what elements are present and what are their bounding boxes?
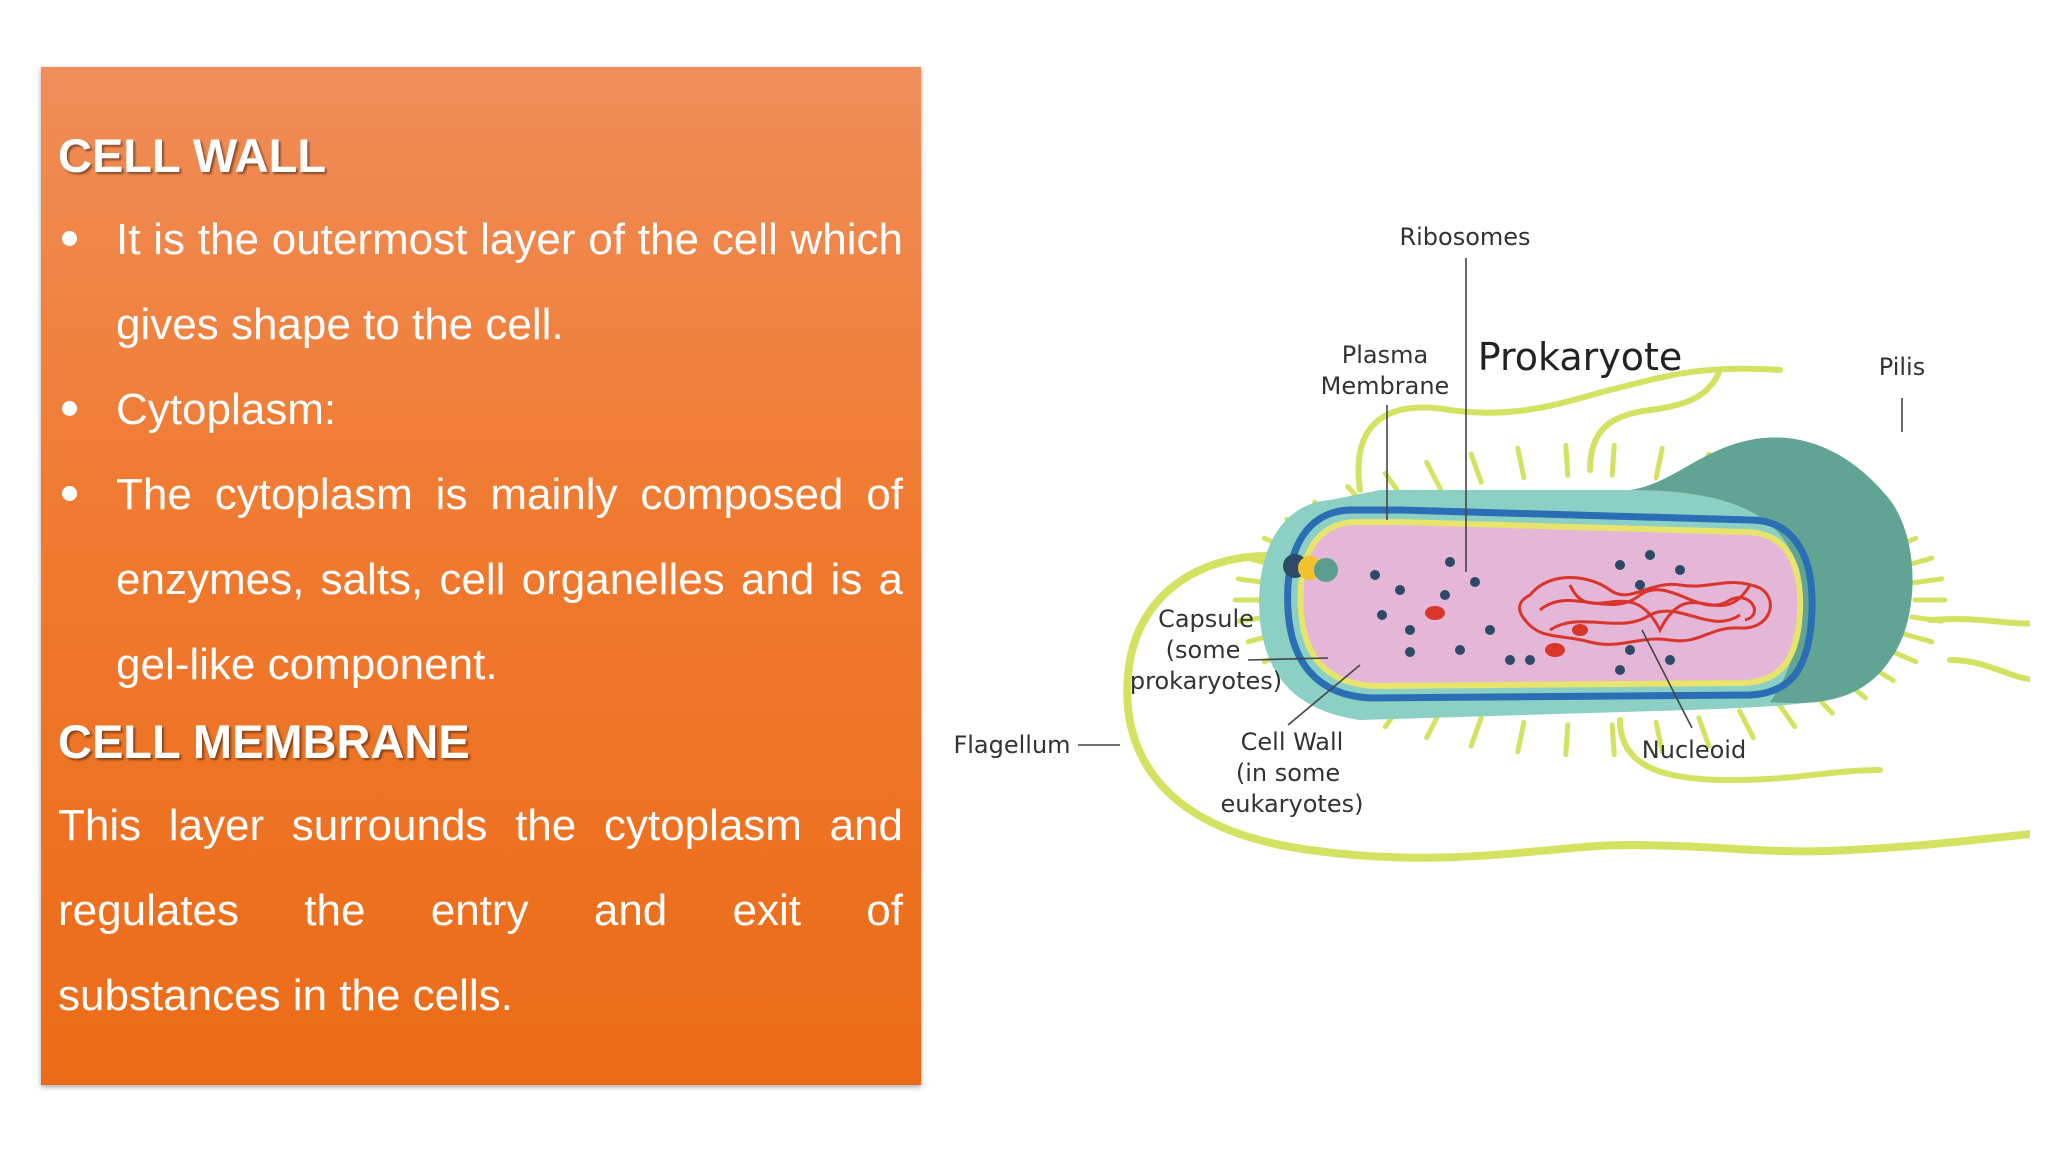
flagellum-shape: [1123, 552, 2030, 862]
nucleoid-leader: [1641, 629, 1693, 729]
capsule-dark-region: [1630, 437, 1913, 704]
plasma-membrane-label: Membrane: [1321, 372, 1450, 400]
pilus-icon: [1609, 442, 1617, 478]
pilus-icon: [1774, 699, 1798, 730]
pilus-icon: [1563, 442, 1571, 478]
bullet-text: The cytoplasm is mainly composed of enzy…: [116, 470, 903, 689]
cell-wall-leader: [1287, 664, 1361, 726]
ribosome-icon: [1455, 645, 1465, 655]
ribosome-icon: [1635, 580, 1645, 590]
flagellum-label: Flagellum: [953, 731, 1070, 759]
ribosome-icon: [1525, 655, 1535, 665]
pilus-icon: [1696, 715, 1712, 749]
ribosome-icon: [1405, 625, 1415, 635]
capsule-label: (some: [1166, 636, 1241, 664]
diagram-title: Prokaryote: [1478, 335, 1683, 379]
ribosome-icon: [1445, 557, 1455, 567]
ribosome-icon: [1485, 625, 1495, 635]
pilus-icon: [1424, 459, 1443, 492]
pilus-icon: [1515, 445, 1527, 481]
bullet-text: Cytoplasm:: [116, 385, 337, 434]
pilus-icon: [1468, 451, 1484, 485]
pilus-icon: [1909, 576, 1945, 586]
cell-membrane-heading: CELL MEMBRANE: [58, 715, 470, 768]
bullet-item: It is the outermost layer of the cell wh…: [58, 197, 903, 367]
ribosome-icon: [1665, 655, 1675, 665]
pilis-label: Pilis: [1879, 353, 1925, 381]
capsule-label: prokaryotes): [1130, 667, 1282, 695]
ribosome-icon: [1440, 590, 1450, 600]
nucleoid-shape: [1518, 576, 1772, 646]
pilus-icon: [1563, 722, 1571, 758]
ribosome-icon: [1405, 647, 1415, 657]
cell-membrane-paragraph: This layer surrounds the cytoplasm and r…: [58, 783, 903, 1038]
pilus-icon: [1653, 719, 1665, 755]
pilus-icon: [1909, 614, 1945, 624]
paragraph-line: regulates the entry and exit of: [58, 886, 903, 935]
ribosome-icon: [1370, 570, 1380, 580]
bullet-item: The cytoplasm is mainly composed of enzy…: [58, 452, 903, 707]
ribosome-group: [1370, 550, 1685, 675]
ribosome-icon: [1615, 665, 1625, 675]
pilus-icon: [1515, 719, 1527, 755]
pilus-icon: [1609, 722, 1617, 758]
ribosome-icon: [1645, 550, 1655, 560]
cell-wall-heading: CELL WALL: [58, 129, 327, 182]
ribosome-icon: [1505, 655, 1515, 665]
plasma-membrane-label: Plasma: [1342, 341, 1428, 369]
cell-wall-label: (in some: [1236, 759, 1340, 787]
paragraph-line: substances in the cells.: [58, 971, 513, 1020]
plasmid-group: [1425, 606, 1588, 657]
cell-wall-label: eukaryotes): [1221, 790, 1364, 818]
paragraph-line: This layer surrounds the cytoplasm and: [58, 801, 903, 850]
cell-wall-label: Cell Wall: [1241, 728, 1344, 756]
prokaryote-diagram: Ribosomes Plasma Membrane Prokaryote Pil…: [953, 223, 2030, 862]
ribosome-icon: [1395, 585, 1405, 595]
ribosomes-label: Ribosomes: [1399, 223, 1530, 251]
nucleoid-label: Nucleoid: [1642, 736, 1746, 764]
pilus-icon: [1653, 445, 1665, 481]
ribosome-icon: [1615, 560, 1625, 570]
capsule-leader: [1247, 657, 1329, 661]
ribosome-icon: [1470, 577, 1480, 587]
capsule-label: Capsule: [1158, 605, 1254, 633]
pilus-icon: [1737, 708, 1756, 741]
bullet-icon: [62, 401, 77, 416]
bullet-text: It is the outermost layer of the cell wh…: [116, 215, 903, 349]
cell-wall-bullet-list: It is the outermost layer of the cell wh…: [58, 197, 903, 707]
pili-group: [1355, 365, 2030, 784]
bullet-icon: [62, 231, 77, 246]
bullet-item: Cytoplasm:: [58, 367, 903, 452]
ribosome-icon: [1377, 610, 1387, 620]
ribosome-icon: [1625, 645, 1635, 655]
bullet-icon: [62, 486, 77, 501]
pore-icon: [1314, 558, 1338, 582]
text-panel: CELL WALL It is the outermost layer of t…: [41, 67, 921, 1085]
ribosome-icon: [1675, 565, 1685, 575]
pilus-icon: [1468, 715, 1484, 749]
pilus-icon: [1900, 631, 1935, 645]
